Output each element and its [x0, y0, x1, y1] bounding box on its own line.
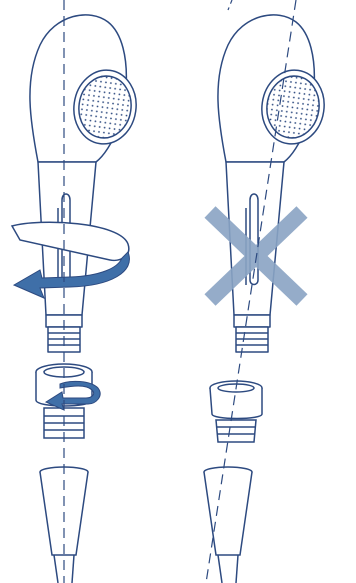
right-panel-incorrect: [203, 0, 325, 583]
adapter-nut-icon: [209, 380, 263, 443]
shower-head-icon: [217, 14, 325, 353]
small-rotate-arrow-icon: [44, 380, 101, 411]
rotate-arrow-icon: [10, 221, 130, 299]
shower-head-icon: [29, 14, 137, 353]
tilted-axis-line: [205, 0, 297, 583]
hose-cone-icon: [203, 466, 253, 583]
top-axis-stub: [227, 0, 233, 11]
left-panel-correct: [10, 0, 137, 583]
